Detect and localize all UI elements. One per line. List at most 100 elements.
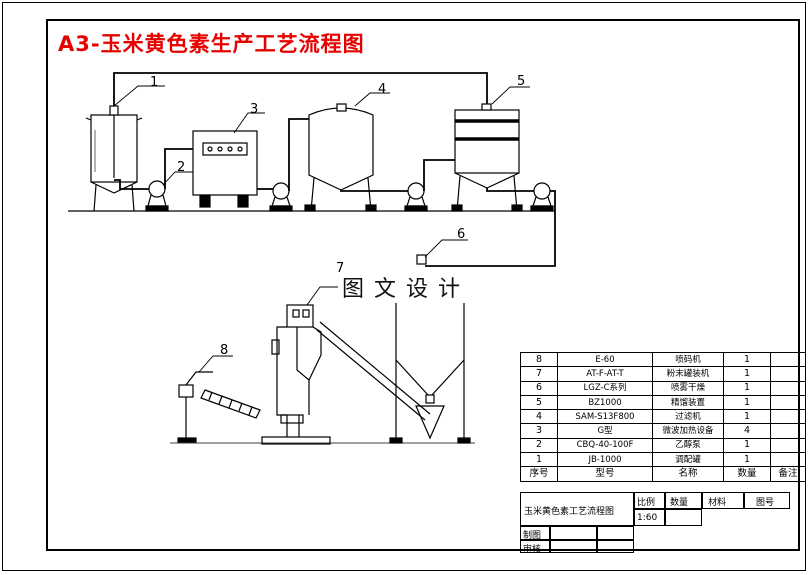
scale-value: 1:60 bbox=[637, 513, 658, 523]
callout-6: 6 bbox=[457, 227, 466, 242]
parts-cell-note bbox=[770, 423, 806, 439]
drawing-no-label: 图号 bbox=[756, 498, 775, 508]
parts-cell-model: SAM-S13F800 bbox=[557, 409, 653, 425]
parts-cell-qty: 1 bbox=[723, 394, 771, 411]
parts-cell-no: 8 bbox=[520, 351, 558, 368]
checked-label: 审核 bbox=[523, 545, 542, 555]
parts-cell-name: 乙醇泵 bbox=[652, 437, 724, 454]
callout-2: 2 bbox=[177, 160, 186, 175]
parts-cell-no: 6 bbox=[520, 380, 558, 396]
parts-header-no: 序号 bbox=[520, 466, 558, 482]
drawn-name-cell bbox=[550, 526, 597, 540]
parts-cell-no: 4 bbox=[520, 409, 558, 425]
callout-8: 8 bbox=[220, 343, 229, 358]
parts-cell-no: 1 bbox=[520, 452, 558, 468]
callout-7: 7 bbox=[336, 261, 345, 276]
parts-cell-name: 调配罐 bbox=[652, 452, 724, 468]
parts-cell-qty: 4 bbox=[723, 423, 771, 439]
parts-cell-note bbox=[770, 437, 806, 454]
callout-4: 4 bbox=[378, 82, 387, 97]
rectification-tank bbox=[451, 103, 523, 212]
parts-header-name: 名称 bbox=[652, 466, 724, 482]
inkjet-printer bbox=[177, 371, 213, 443]
checked-label-cell: 审核 bbox=[520, 540, 550, 555]
leader-lines bbox=[113, 85, 530, 373]
drawn-label: 制图 bbox=[523, 531, 542, 541]
drawing-title: A3-玉米黄色素生产工艺流程图 bbox=[58, 32, 365, 56]
drawn-date-cell bbox=[597, 526, 634, 540]
parts-cell-qty: 1 bbox=[723, 380, 771, 396]
parts-cell-qty: 1 bbox=[723, 366, 771, 382]
pump-5 bbox=[530, 182, 554, 212]
parts-cell-model: CBQ-40-100F bbox=[557, 437, 653, 454]
parts-cell-qty: 1 bbox=[723, 409, 771, 425]
checked-name-cell bbox=[550, 540, 597, 553]
drawing-no-label-cell: 图号 bbox=[744, 492, 790, 509]
scale-label-cell: 比例 bbox=[634, 492, 665, 509]
parts-cell-qty: 1 bbox=[723, 452, 771, 468]
checked-date-cell bbox=[597, 540, 634, 553]
parts-cell-no: 2 bbox=[520, 437, 558, 454]
parts-cell-model: LGZ-C系列 bbox=[557, 380, 653, 396]
parts-cell-note bbox=[770, 366, 806, 382]
material-label: 材料 bbox=[708, 498, 727, 508]
parts-cell-model: JB-1000 bbox=[557, 452, 653, 468]
microwave-heater bbox=[192, 130, 258, 208]
qty-value-cell bbox=[665, 509, 702, 526]
parts-header-qty: 数量 bbox=[723, 466, 771, 482]
mixing-tank bbox=[85, 105, 143, 212]
parts-cell-note bbox=[770, 394, 806, 411]
parts-cell-model: E-60 bbox=[557, 351, 653, 368]
callout-5: 5 bbox=[517, 74, 526, 89]
parts-cell-model: AT-F-AT-T bbox=[557, 366, 653, 382]
powder-filling-machine bbox=[261, 304, 331, 445]
qty-label-cell: 数量 bbox=[665, 492, 702, 509]
drawing-frame bbox=[46, 19, 800, 551]
parts-cell-note bbox=[770, 351, 806, 368]
parts-header-row: 序号型号名称数量备注 bbox=[520, 466, 806, 482]
parts-cell-model: G型 bbox=[557, 423, 653, 439]
parts-cell-no: 5 bbox=[520, 394, 558, 411]
parts-cell-name: 粉末罐装机 bbox=[652, 366, 724, 382]
parts-cell-no: 7 bbox=[520, 366, 558, 382]
parts-cell-note bbox=[770, 380, 806, 396]
parts-cell-name: 喷雾干燥 bbox=[652, 380, 724, 396]
material-label-cell: 材料 bbox=[702, 492, 744, 509]
screw-conveyor bbox=[316, 321, 431, 421]
parts-header-model: 型号 bbox=[557, 466, 653, 482]
watermark-text: 图文设计 bbox=[340, 271, 473, 303]
filter-tank bbox=[304, 103, 377, 212]
parts-cell-qty: 1 bbox=[723, 351, 771, 368]
parts-cell-note bbox=[770, 409, 806, 425]
parts-cell-note bbox=[770, 452, 806, 468]
parts-cell-qty: 1 bbox=[723, 437, 771, 454]
title-block-name-cell: 玉米黄色素工艺流程图 bbox=[520, 492, 634, 526]
qty-label: 数量 bbox=[670, 498, 689, 508]
parts-cell-no: 3 bbox=[520, 423, 558, 439]
scale-value-cell: 1:60 bbox=[634, 509, 665, 526]
parts-cell-model: BZ1000 bbox=[557, 394, 653, 411]
belt-conveyor bbox=[200, 389, 261, 419]
drawn-label-cell: 制图 bbox=[520, 526, 550, 541]
parts-cell-name: 喷码机 bbox=[652, 351, 724, 368]
callout-3: 3 bbox=[250, 102, 259, 117]
pipelines bbox=[113, 72, 556, 267]
drawing-name-label: 玉米黄色素工艺流程图 bbox=[524, 507, 615, 517]
scale-label: 比例 bbox=[637, 498, 656, 508]
parts-cell-name: 精馏装置 bbox=[652, 394, 724, 411]
parts-header-note: 备注 bbox=[770, 466, 806, 482]
callout-1: 1 bbox=[150, 75, 159, 90]
parts-cell-name: 微波加热设备 bbox=[652, 423, 724, 439]
